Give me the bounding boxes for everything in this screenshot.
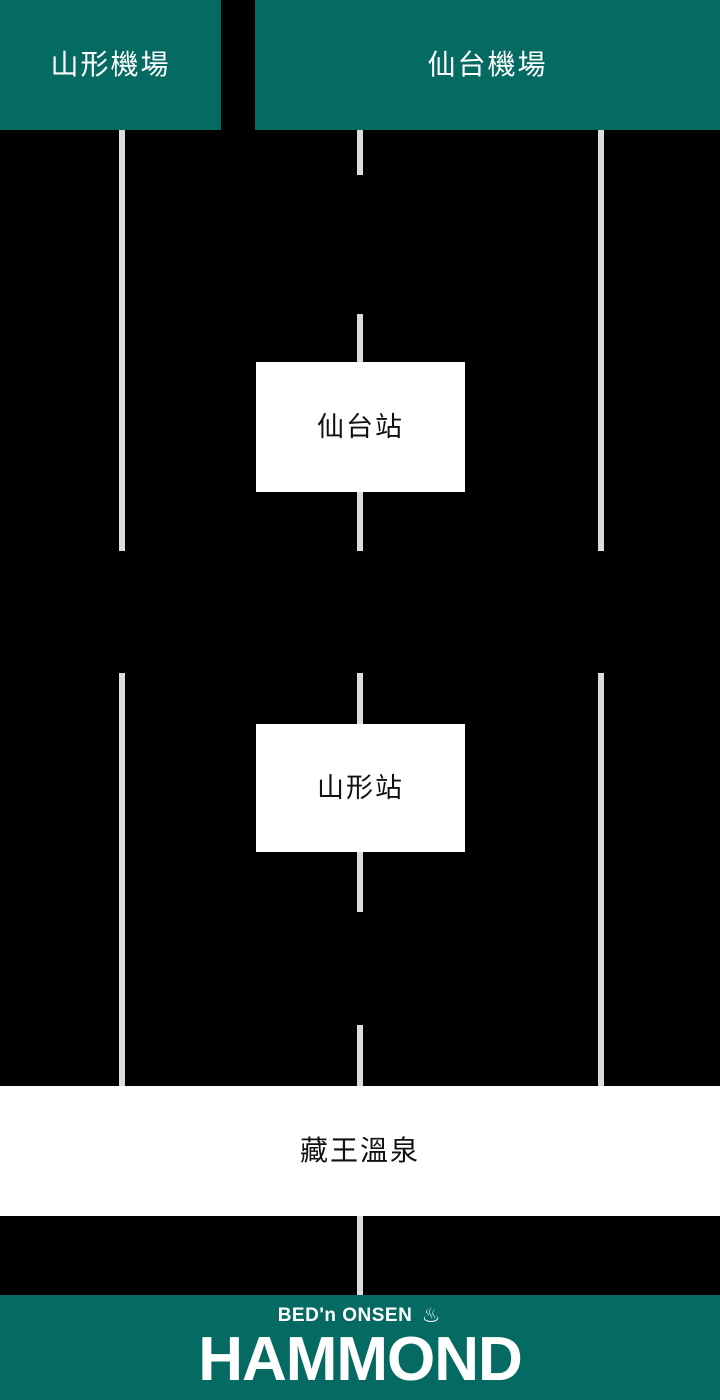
station-node-sendai-station[interactable]: 仙台站 [256,362,465,492]
header-label-yamagata-airport: 山形機場 [50,49,171,80]
footer-logo-bar: BED'n ONSEN ♨ HAMMOND [0,1295,720,1400]
footer-brand-name: HAMMOND [198,1324,523,1394]
header-block-yamagata-airport[interactable]: 山形機場 [0,0,221,130]
route-line-left-lower [119,673,125,1086]
header-label-sendai-airport: 仙台機場 [427,49,548,80]
station-node-yamagata-station[interactable]: 山形站 [256,724,465,852]
route-line-right-lower [598,673,604,1086]
route-line-center-seg6 [357,1025,363,1086]
footer-tagline: BED'n ONSEN ♨ [277,1303,443,1327]
route-line-center-seg7 [357,1216,363,1295]
station-label-zao-onsen: 藏王溫泉 [299,1135,420,1166]
station-label-sendai-station: 仙台站 [317,411,404,442]
route-line-center-seg5 [357,852,363,912]
station-node-zao-onsen[interactable]: 藏王溫泉 [0,1086,720,1216]
station-label-yamagata-station: 山形站 [317,772,404,803]
route-line-right-upper [598,130,604,551]
route-line-left-upper [119,130,125,551]
route-line-center-seg2 [357,314,363,362]
onsen-icon: ♨ [421,1303,441,1327]
route-line-center-seg1 [357,130,363,175]
header-block-sendai-airport[interactable]: 仙台機場 [255,0,720,130]
route-line-center-seg4 [357,673,363,724]
footer-tagline-text: BED'n ONSEN [277,1305,413,1326]
route-line-center-seg3 [357,492,363,551]
